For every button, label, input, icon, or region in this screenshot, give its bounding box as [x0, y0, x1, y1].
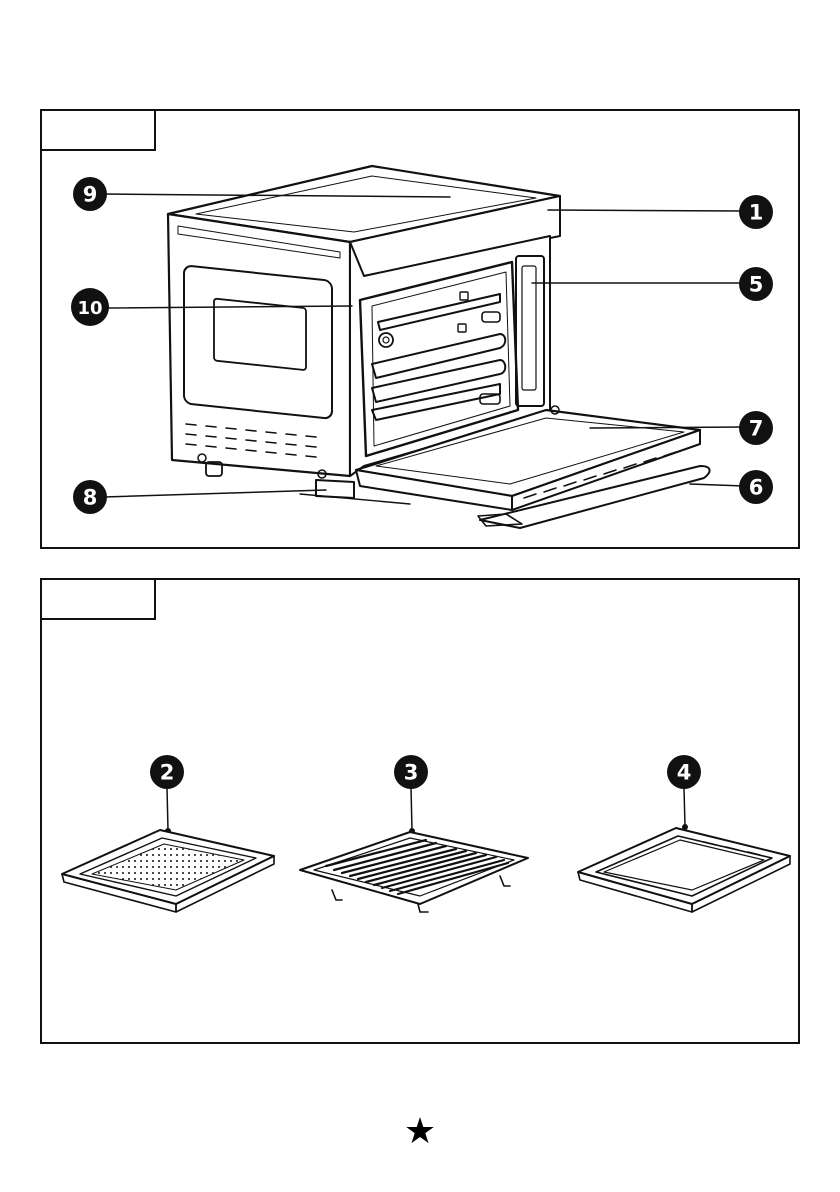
svg-text:3: 3 — [404, 761, 419, 785]
svg-text:4: 4 — [677, 761, 692, 785]
star-icon: ★ — [0, 1112, 840, 1152]
callout-2: 2 — [150, 755, 184, 789]
callout-3: 3 — [394, 755, 428, 789]
baking-tray — [578, 828, 790, 912]
accessories-diagram: 2 3 4 — [0, 0, 840, 1060]
callout-4: 4 — [667, 755, 701, 789]
wire-rack — [300, 832, 528, 912]
svg-text:2: 2 — [160, 761, 175, 785]
perforated-tray — [62, 830, 274, 912]
